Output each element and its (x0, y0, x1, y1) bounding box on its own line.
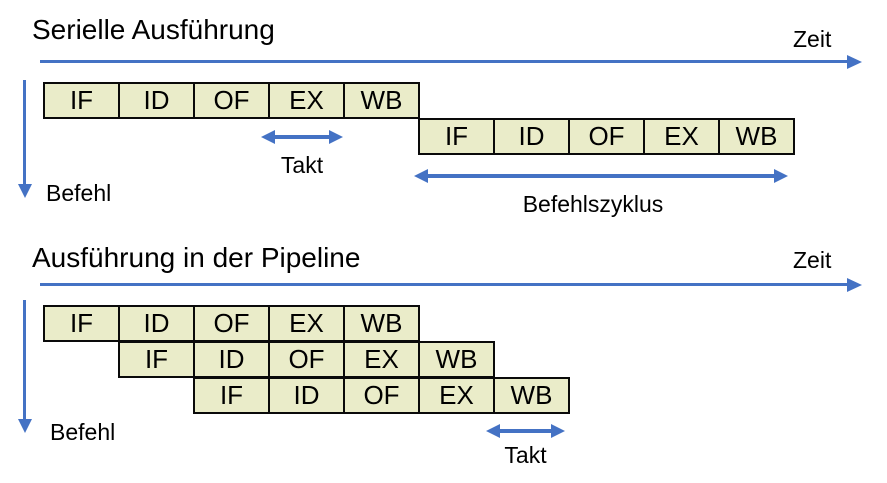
zeit-axis-label: Zeit (793, 26, 832, 52)
takt-label: Takt (504, 442, 547, 468)
arrow-head-right-icon (551, 424, 565, 438)
arrow-head-left-icon (261, 130, 275, 144)
zeit-axis-arrow-icon (40, 55, 862, 69)
pipeline-row-3: IF ID OF EX WB (193, 377, 570, 414)
stage-cell: OF (195, 307, 270, 340)
pipeline-section-title: Ausführung in der Pipeline (32, 242, 361, 273)
stage-cell: ID (495, 120, 570, 153)
stage-cell: OF (345, 379, 420, 412)
arrow-shaft (273, 135, 331, 139)
arrow-head-left-icon (414, 169, 428, 183)
arrow-shaft (426, 174, 776, 178)
pipeline-row-2: IF ID OF EX WB (118, 341, 495, 378)
stage-cell: EX (420, 379, 495, 412)
serial-row-2: IF ID OF EX WB (418, 118, 795, 155)
arrow-head-right-icon (847, 278, 862, 292)
stage-cell: ID (195, 343, 270, 376)
stage-cell: EX (645, 120, 720, 153)
befehl-axis-arrow-icon (18, 80, 32, 198)
arrow-head-down-icon (18, 184, 32, 198)
arrow-shaft (23, 80, 26, 186)
arrow-head-left-icon (486, 424, 500, 438)
pipeline-row-1: IF ID OF EX WB (43, 305, 420, 342)
stage-cell: OF (570, 120, 645, 153)
arrow-shaft (498, 429, 553, 433)
zeit-axis-arrow-icon (40, 278, 862, 292)
stage-cell: WB (735, 121, 778, 151)
stage-cell: EX (345, 343, 420, 376)
arrow-head-right-icon (774, 169, 788, 183)
arrow-head-right-icon (329, 130, 343, 144)
befehl-axis-label: Befehl (46, 180, 112, 206)
stage-cell: OF (270, 343, 345, 376)
stage-cell: EX (270, 307, 345, 340)
serial-row-1: IF ID OF EX WB (43, 82, 420, 119)
befehl-axis-arrow-icon (18, 300, 32, 433)
stage-cell: OF (195, 84, 270, 117)
stage-cell: ID (120, 84, 195, 117)
arrow-shaft (40, 60, 850, 63)
arrow-shaft (40, 283, 850, 286)
takt-double-arrow-icon (261, 130, 343, 144)
arrow-head-down-icon (18, 419, 32, 433)
stage-cell: WB (510, 380, 553, 410)
stage-cell: WB (435, 344, 478, 374)
takt-double-arrow-icon (486, 424, 565, 438)
stage-cell: IF (120, 343, 195, 376)
stage-cell: WB (360, 85, 403, 115)
stage-cell: IF (420, 120, 495, 153)
stage-cell: IF (45, 307, 120, 340)
serial-section-title: Serielle Ausführung (32, 14, 275, 45)
befehlszyklus-label: Befehlszyklus (522, 191, 664, 217)
arrow-shaft (23, 300, 26, 421)
stage-cell: EX (270, 84, 345, 117)
zeit-axis-label: Zeit (793, 247, 832, 273)
stage-cell: ID (120, 307, 195, 340)
takt-label: Takt (280, 152, 324, 178)
befehlszyklus-double-arrow-icon (414, 169, 788, 183)
stage-cell: IF (45, 84, 120, 117)
befehl-axis-label: Befehl (50, 419, 116, 445)
stage-cell: IF (195, 379, 270, 412)
arrow-head-right-icon (847, 55, 862, 69)
stage-cell: ID (270, 379, 345, 412)
stage-cell: WB (360, 308, 403, 338)
